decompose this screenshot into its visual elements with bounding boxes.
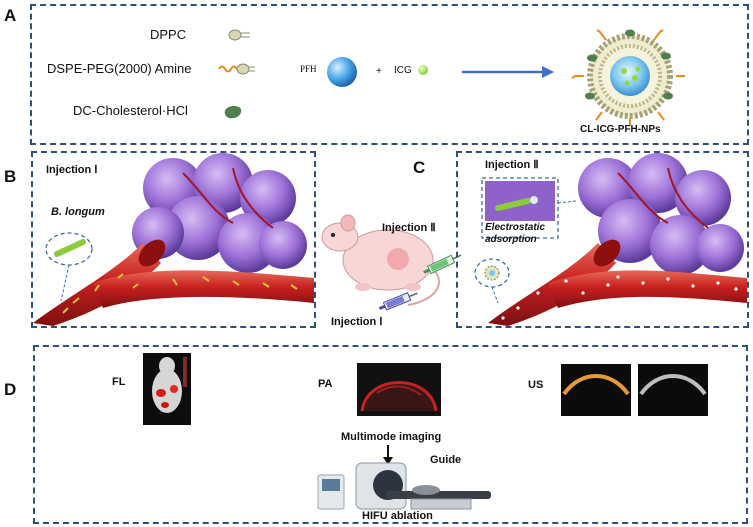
injection-1-label: Injection Ⅰ <box>46 164 98 176</box>
panel-label-a: A <box>4 6 17 25</box>
dspe-peg-lipid-icon <box>218 63 255 75</box>
panel-b-frame <box>31 151 316 328</box>
dspe-peg-label: DSPE-PEG(2000) Amine <box>47 61 192 76</box>
icg-label: ICG <box>394 65 412 76</box>
us-label: US <box>528 379 544 391</box>
syringe-1-icon <box>378 292 418 311</box>
guide-label: Guide <box>430 454 462 466</box>
adsorption-label: adsorption <box>485 234 537 245</box>
pa-label: PA <box>318 378 333 390</box>
mouse-injection-2-label: Injection Ⅱ <box>382 222 436 234</box>
pfh-label: PFH <box>300 64 317 74</box>
mouse-injection-1-label: Injection Ⅰ <box>331 316 383 328</box>
panel-label-b: B <box>4 167 17 186</box>
icg-molecule-icon <box>418 65 428 75</box>
dppc-lipid-icon <box>228 29 250 41</box>
panel-b2-frame <box>456 151 749 328</box>
fl-label: FL <box>112 376 126 388</box>
hifu-ablation-label: HIFU ablation <box>362 510 433 522</box>
synthesis-arrow-icon <box>462 66 554 78</box>
plus-sign: + <box>376 66 382 77</box>
panel-label-c: C <box>413 158 426 177</box>
syringe-2-icon <box>423 254 462 275</box>
pa-image <box>357 363 441 416</box>
dppc-label: DPPC <box>150 27 187 42</box>
tumor-vessel-nanoparticle-illustration <box>474 153 747 326</box>
tumor-vessel-illustration <box>33 153 314 326</box>
dc-cholesterol-label: DC-Cholesterol·HCl <box>73 103 188 118</box>
panel-label-d: D <box>4 380 17 399</box>
multimode-imaging-label: Multimode imaging <box>341 431 442 443</box>
product-label: CL-ICG-PFH-NPs <box>580 124 661 135</box>
injection-2-label: Injection Ⅱ <box>485 159 539 171</box>
hifu-machine-illustration <box>317 462 491 510</box>
panel-a-frame <box>30 4 749 145</box>
panel-d-frame <box>33 345 748 524</box>
fl-image <box>143 353 191 425</box>
us-grayscale-image <box>638 364 708 416</box>
nanoparticle-icon <box>571 29 685 125</box>
guide-arrow-icon <box>383 445 393 465</box>
cholesterol-icon <box>224 105 242 119</box>
pfh-droplet-icon <box>327 57 357 87</box>
electrostatic-label: Electrostatic <box>485 222 546 233</box>
us-color-image <box>561 364 631 416</box>
b-longum-label: B. longum <box>51 206 105 218</box>
